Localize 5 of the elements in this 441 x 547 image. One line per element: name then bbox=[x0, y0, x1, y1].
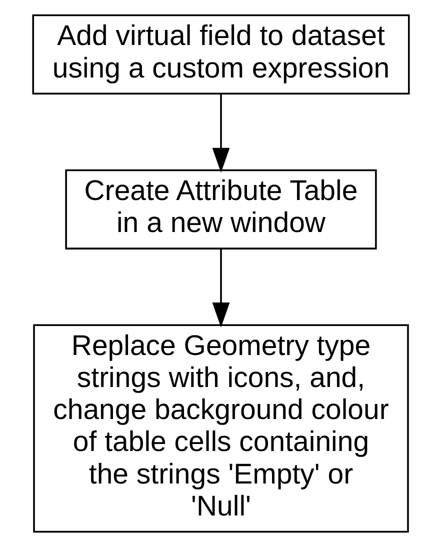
arrow bbox=[212, 94, 230, 173]
node-box: Add virtual field to dataset using a custom expression bbox=[32, 14, 410, 95]
node-box: Create Attribute Table in a new window bbox=[64, 169, 376, 250]
arrow bbox=[212, 248, 230, 328]
node-box: Replace Geometry type strings with icons, and, change background colour of table cells containing the strings 'Empty' or 'Null' bbox=[32, 324, 408, 533]
